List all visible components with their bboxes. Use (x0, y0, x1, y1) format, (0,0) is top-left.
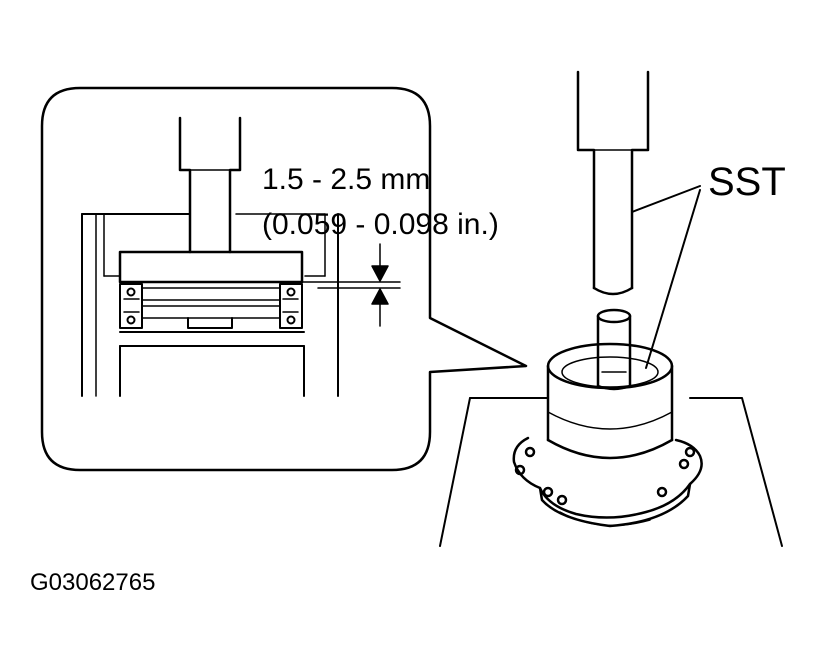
dimension-in-label: (0.059 - 0.098 in.) (262, 208, 499, 241)
sst-label: SST (708, 160, 786, 204)
dimension-indicator (301, 243, 401, 327)
sst-collar (546, 342, 674, 460)
detail-housing (81, 213, 339, 397)
detail-press-plate (118, 250, 304, 284)
press-ram (576, 70, 650, 296)
axle-hub (512, 436, 703, 528)
detail-press-rod (178, 116, 242, 254)
sst-pilot-shaft (596, 308, 632, 391)
figure-code: G03062765 (30, 569, 156, 596)
detail-oil-seal (119, 283, 305, 347)
dimension-mm-label: 1.5 - 2.5 mm (262, 163, 431, 196)
work-table (439, 397, 783, 547)
sst-leader-lines (631, 185, 701, 369)
callout-panel (40, 86, 528, 472)
